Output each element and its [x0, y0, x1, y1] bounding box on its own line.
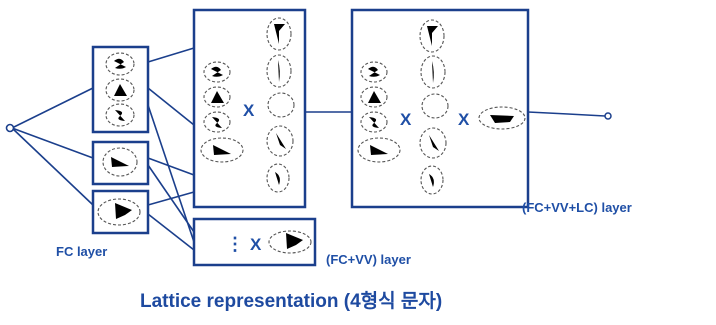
glyph-cell-8 [203, 111, 231, 133]
glyph-cell-17 [360, 111, 388, 133]
fcvvlc-box [350, 8, 530, 209]
fcvv-small-box [192, 217, 317, 267]
times-operator: X [400, 110, 412, 129]
output-node [604, 112, 612, 120]
glyph-cell-1 [105, 52, 135, 76]
glyph-cell-9 [200, 137, 244, 163]
glyph-cell-16 [360, 86, 388, 108]
glyph-cell-7 [203, 86, 231, 108]
glyph-cell-3 [105, 103, 135, 127]
fcvv-box [192, 8, 307, 209]
wire-fc1-small [147, 104, 195, 243]
glyph-cell-25 [268, 230, 312, 254]
glyph-cell-2 [105, 78, 135, 102]
wire-input-fc3 [11, 127, 94, 206]
wire-fc3-small [147, 213, 195, 251]
fc-box-1 [91, 45, 150, 134]
glyph-cell-14 [266, 163, 290, 193]
glyph-cell-19 [419, 19, 445, 53]
times-operator: X [243, 101, 255, 120]
glyph-cell-4 [102, 147, 138, 177]
wire-fc3-fcvv [147, 191, 195, 206]
wire-fc1-fcvv-mid [147, 87, 195, 126]
wire-fc2-fcvv [147, 157, 195, 176]
fc-box-2 [91, 140, 150, 186]
glyph-cell-6 [203, 61, 231, 83]
glyph-cell-23 [420, 165, 444, 195]
wire-input-fc2 [11, 127, 94, 159]
glyph-cell-12 [267, 92, 295, 118]
glyph-cell-22 [419, 127, 447, 159]
input-node [5, 123, 15, 133]
wire-fc1-fcvv-top [147, 47, 195, 63]
connections [11, 47, 606, 251]
glyph-cell-10 [266, 17, 292, 51]
wire-input-fc1 [11, 87, 94, 129]
fc-vv-layer-label: (FC+VV) layer [326, 252, 411, 267]
glyph-cell-24 [478, 106, 526, 130]
fc-box-3 [91, 189, 150, 235]
glyph-cell-18 [357, 137, 401, 163]
glyph-cell-20 [420, 55, 446, 89]
glyph-cell-11 [266, 54, 292, 88]
glyph-cell-13 [266, 125, 294, 157]
glyph-cell-5 [97, 198, 141, 226]
ellipsis-operator: ⋮ [226, 234, 244, 254]
times-operator: X [250, 235, 262, 254]
wire-output [527, 111, 606, 117]
times-operator: X [458, 110, 470, 129]
fc-layer-label: FC layer [56, 244, 108, 259]
diagram-title: Lattice representation (4형식 문자) [140, 291, 443, 312]
glyph-cell-15 [360, 61, 388, 83]
glyph-cell-21 [421, 93, 449, 119]
fc-vv-lc-layer-label: (FC+VV+LC) layer [522, 200, 632, 215]
